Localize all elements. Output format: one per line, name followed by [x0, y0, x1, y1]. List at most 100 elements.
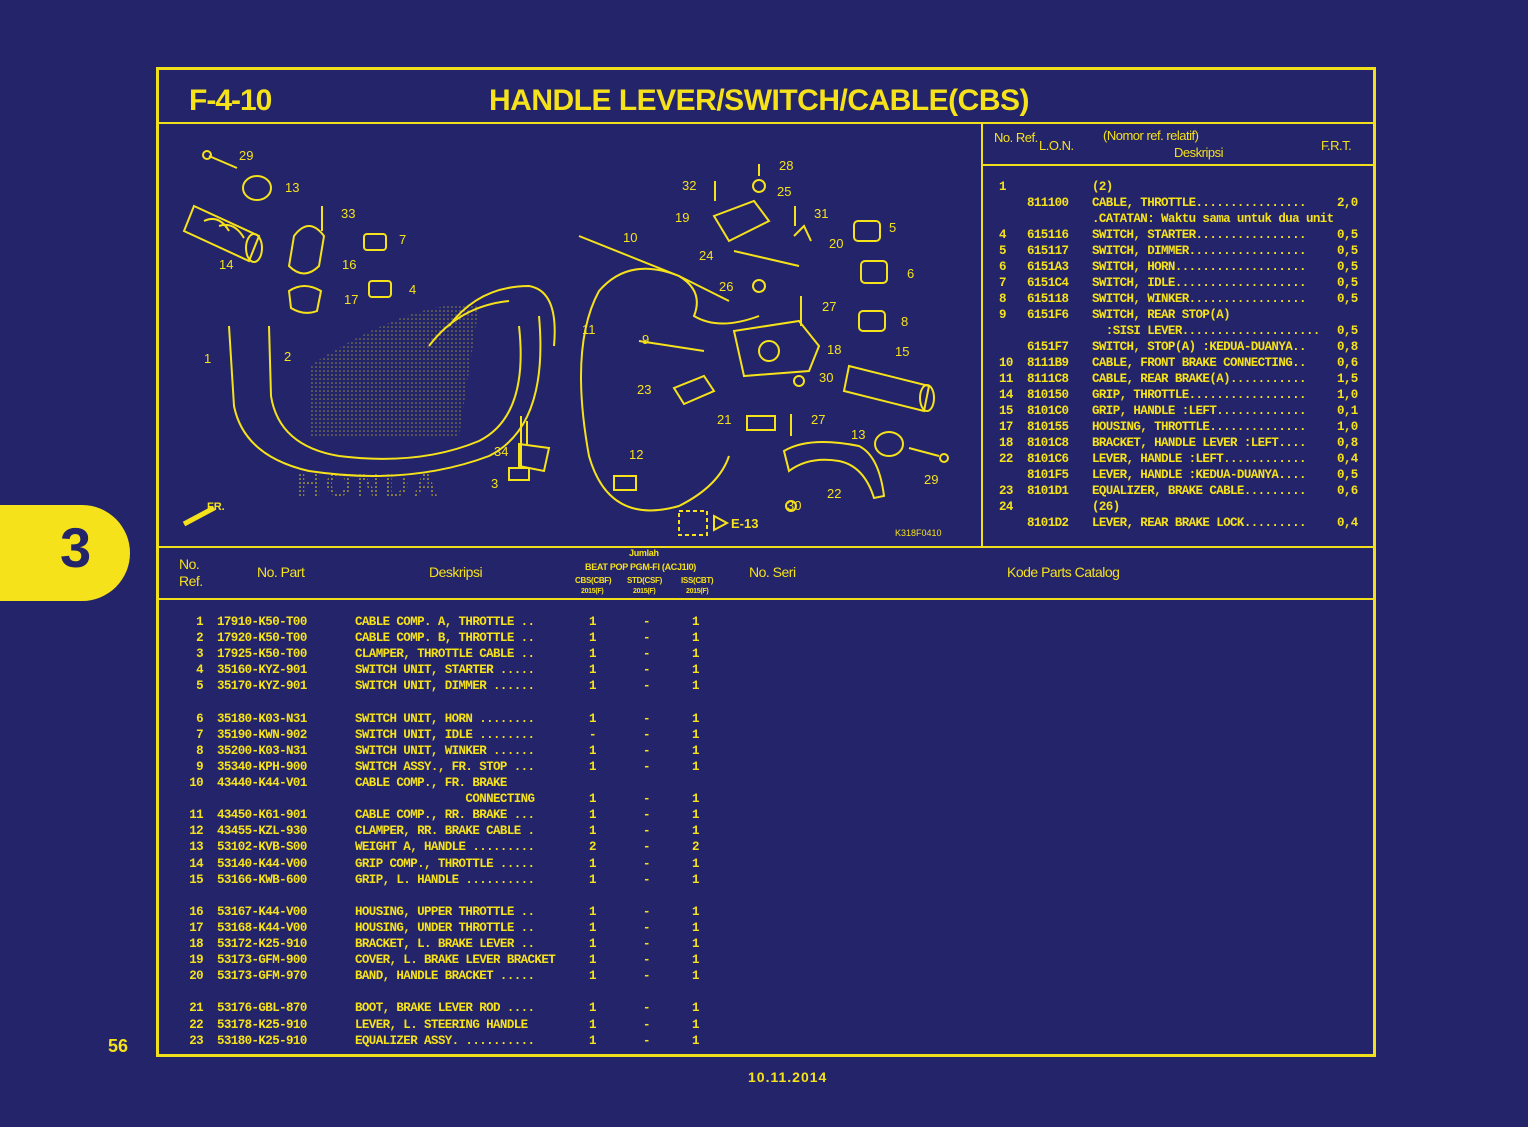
part-desc: HOUSING, UNDER THROTTLE ..	[355, 920, 535, 935]
part-desc: SWITCH UNIT, DIMMER ......	[355, 679, 535, 694]
lon-ref: 15	[999, 404, 1013, 418]
svg-text:5: 5	[889, 220, 896, 235]
lon-frt: 0,5	[1337, 292, 1358, 306]
lon-code: 8101F5	[1027, 468, 1069, 482]
qty-col-c-year: 2015(F)	[686, 588, 709, 595]
qty-cbs: 1	[589, 1001, 596, 1016]
svg-text:27: 27	[822, 299, 836, 314]
qty-cbs: 1	[589, 969, 596, 984]
lon-header-lon: L.O.N.	[1039, 138, 1074, 153]
lon-code: 8101C0	[1027, 404, 1069, 418]
qty-cbs: 1	[589, 824, 596, 839]
svg-text:29: 29	[924, 472, 938, 487]
part-number: 43450-K61-901	[217, 808, 307, 823]
qty-cbs: 1	[589, 856, 596, 871]
qty-cbs: 1	[589, 663, 596, 678]
qty-col-b-year: 2015(F)	[633, 588, 656, 595]
part-number: 53102-KVB-S00	[217, 840, 307, 855]
lon-code: 6151F6	[1027, 308, 1069, 322]
qty-std: -	[643, 792, 650, 807]
qty-cbs: 1	[589, 1017, 596, 1032]
part-number: 17925-K50-T00	[217, 647, 307, 662]
lon-desc: BRACKET, HANDLE LEVER :LEFT....	[1092, 436, 1307, 450]
svg-text:12: 12	[629, 447, 643, 462]
qty-cbs: 1	[589, 631, 596, 646]
qty-std: -	[643, 969, 650, 984]
part-number: 17910-K50-T00	[217, 615, 307, 629]
lon-code: 8101D1	[1027, 484, 1069, 498]
honda-watermark: HONDA	[297, 466, 442, 504]
qty-std: -	[643, 953, 650, 968]
lon-ref: 23	[999, 484, 1013, 498]
part-desc: SWITCH UNIT, STARTER .....	[355, 663, 535, 678]
part-number: 17920-K50-T00	[217, 631, 307, 646]
lon-code: 615117	[1027, 244, 1069, 258]
svg-text:30: 30	[819, 370, 833, 385]
lon-desc: LEVER, HANDLE :LEFT............	[1092, 452, 1307, 466]
svg-text:10: 10	[623, 230, 637, 245]
lon-desc: SWITCH, DIMMER.................	[1092, 244, 1307, 258]
qty-cbs: 1	[589, 647, 596, 662]
qty-cbs: -	[589, 727, 596, 742]
qty-col-b: STD(CSF)	[627, 576, 662, 585]
svg-text:24: 24	[699, 248, 713, 263]
print-date: 10.11.2014	[748, 1069, 828, 1085]
lon-ref: 4	[999, 228, 1006, 242]
qty-std: -	[643, 872, 650, 887]
part-number: 35190-KWN-902	[217, 727, 307, 742]
lon-header-frt: F.R.T.	[1321, 138, 1352, 153]
part-ref: 18	[189, 937, 203, 951]
part-number: 35200-K03-N31	[217, 743, 307, 758]
svg-text:3: 3	[491, 476, 498, 491]
svg-text:9: 9	[642, 332, 649, 347]
part-desc: EQUALIZER ASSY. ..........	[355, 1033, 535, 1048]
svg-text:6: 6	[907, 266, 914, 281]
lon-ref: 18	[999, 436, 1013, 450]
part-ref: 16	[189, 904, 203, 919]
lon-frt: 1,0	[1337, 420, 1358, 434]
lon-ref: 17	[999, 420, 1013, 434]
qty-iss: 1	[692, 904, 699, 919]
lon-desc: GRIP, HANDLE :LEFT.............	[1092, 404, 1307, 418]
lon-ref: 9	[999, 308, 1006, 322]
qty-std: -	[643, 679, 650, 694]
lon-code: 811100	[1027, 196, 1069, 210]
lon-table-row: 24(26)	[159, 500, 1369, 516]
qty-iss: 1	[692, 856, 699, 871]
part-number: 53178-K25-910	[217, 1017, 307, 1032]
qty-cbs: 1	[589, 615, 596, 629]
qty-std: -	[643, 1001, 650, 1016]
qty-std: -	[643, 615, 650, 629]
lon-code: 810155	[1027, 420, 1069, 434]
qty-col-a: CBS(CBF)	[575, 576, 612, 585]
part-desc: SWITCH ASSY., FR. STOP ...	[355, 759, 535, 774]
part-number: 53173-GFM-970	[217, 969, 307, 984]
parts-header-catalog: Kode Parts Catalog	[1007, 564, 1120, 580]
svg-text:4: 4	[409, 282, 416, 297]
part-number: 35180-K03-N31	[217, 711, 307, 726]
qty-iss: 1	[692, 969, 699, 984]
part-number: 53166-KWB-600	[217, 872, 307, 887]
svg-text:13: 13	[285, 180, 299, 195]
parts-header-part: No. Part	[257, 564, 305, 580]
lon-desc: (2)	[1092, 180, 1113, 194]
part-ref: 15	[189, 872, 203, 887]
lon-ref: 6	[999, 260, 1006, 274]
qty-cbs: 1	[589, 711, 596, 726]
part-number: 35160-KYZ-901	[217, 663, 307, 678]
